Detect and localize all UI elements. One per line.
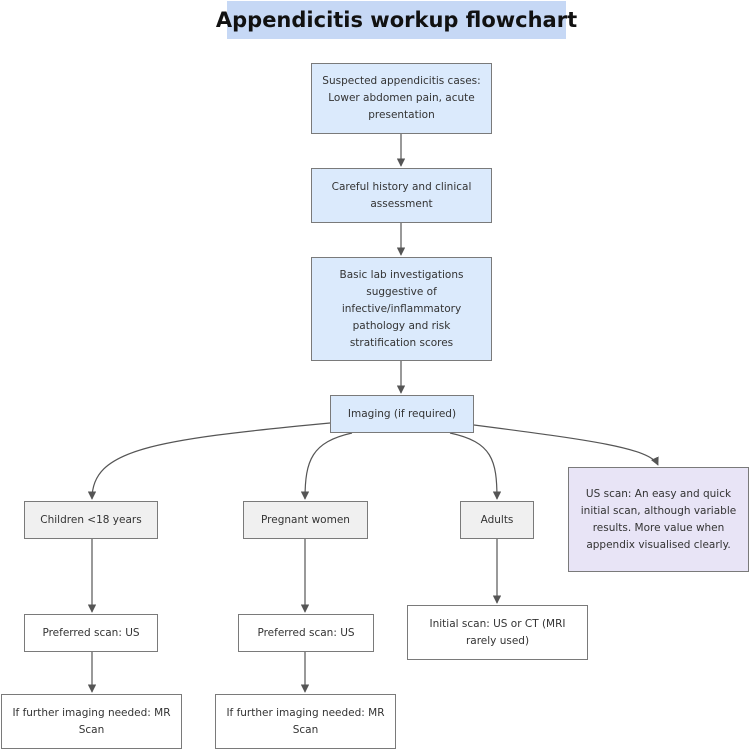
node-children-further-imaging: If further imaging needed: MR Scan	[1, 694, 182, 749]
connector-imaging-to-pregnant	[300, 432, 353, 500]
node-children-under-18: Children <18 years	[24, 501, 158, 539]
node-children-preferred-scan: Preferred scan: US	[24, 614, 158, 652]
node-lab-investigations: Basic lab investigations suggestive of i…	[311, 257, 492, 361]
node-adults: Adults	[460, 501, 534, 539]
node-imaging: Imaging (if required)	[330, 395, 474, 433]
connector-imaging-to-children	[87, 422, 331, 500]
node-history-assessment: Careful history and clinical assessment	[311, 168, 492, 223]
node-us-scan-note: US scan: An easy and quick initial scan,…	[568, 467, 749, 572]
flowchart-title: Appendicitis workup flowchart	[216, 1, 577, 39]
node-adults-initial-scan: Initial scan: US or CT (MRI rarely used)	[407, 605, 588, 660]
connector-imaging-to-us-note	[473, 424, 659, 466]
node-suspected-appendicitis: Suspected appendicitis cases: Lower abdo…	[311, 63, 492, 134]
node-pregnant-preferred-scan: Preferred scan: US	[238, 614, 374, 652]
node-pregnant-further-imaging: If further imaging needed: MR Scan	[215, 694, 396, 749]
connector-imaging-to-adults	[449, 432, 502, 500]
node-pregnant-women: Pregnant women	[243, 501, 368, 539]
